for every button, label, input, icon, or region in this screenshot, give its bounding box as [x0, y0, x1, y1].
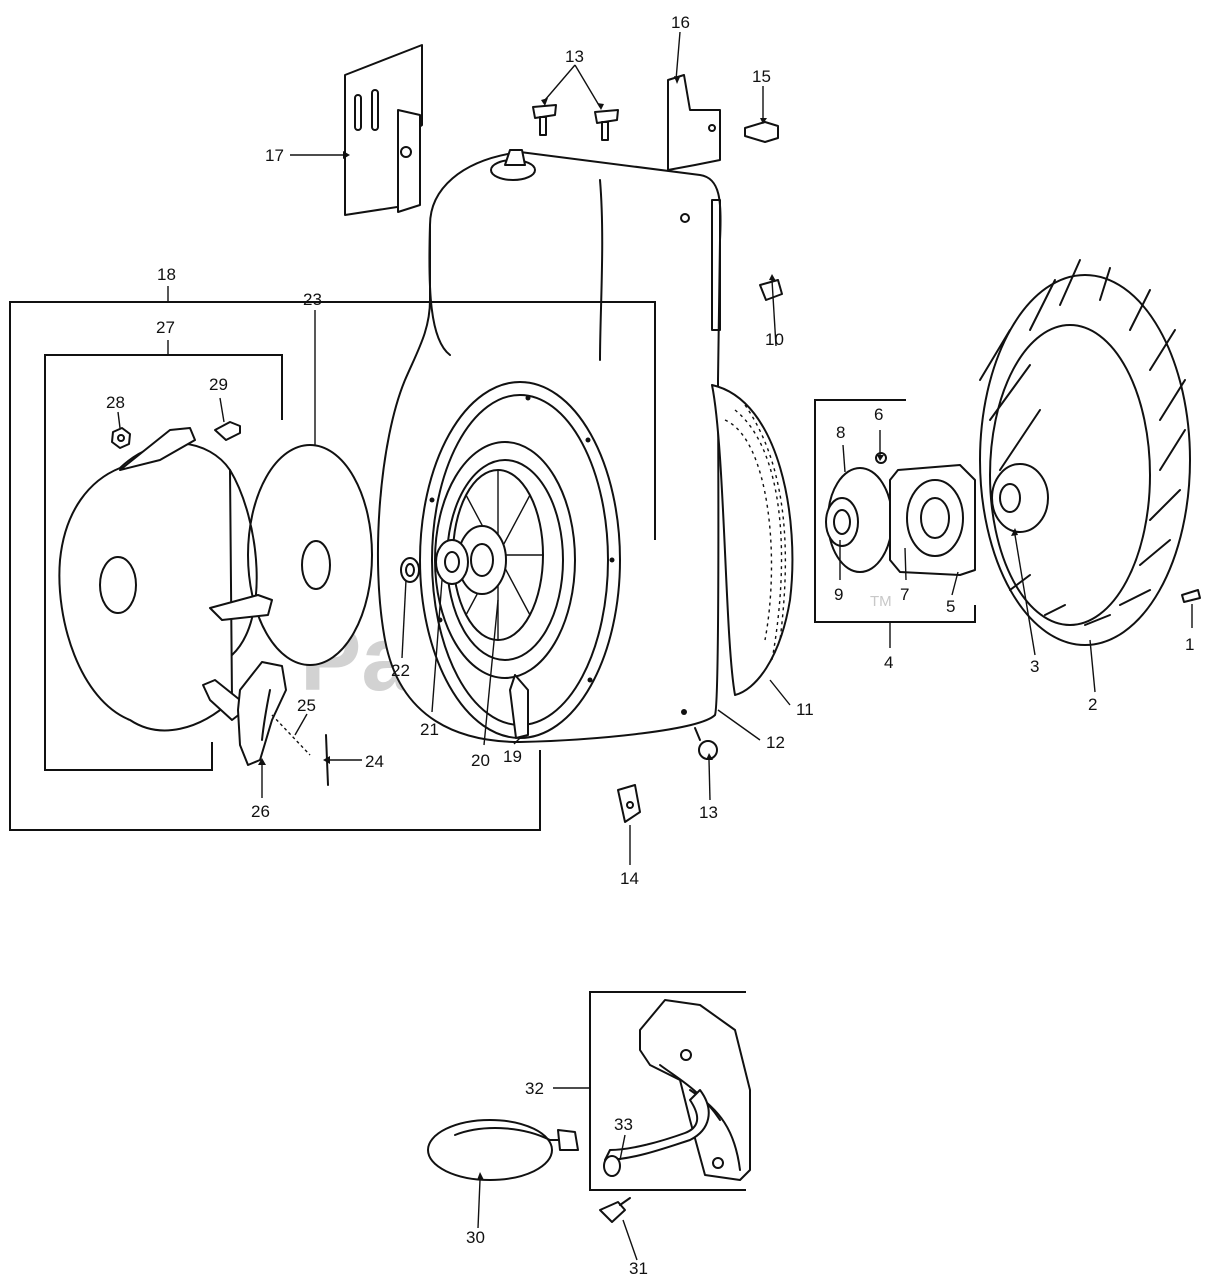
callout-23: 23	[303, 290, 322, 309]
part-13-bolt-left	[532, 104, 557, 136]
callout-8: 8	[836, 423, 845, 442]
part-15-bolt	[744, 121, 779, 143]
blower-housing	[376, 149, 722, 743]
part-30-ground-wire	[427, 1119, 579, 1181]
callout-33: 33	[614, 1115, 633, 1134]
part-27-recoil-starter	[58, 427, 311, 766]
group-box-4	[814, 399, 976, 623]
part-4-clutch-assembly	[825, 452, 976, 576]
callout-17: 17	[265, 146, 284, 165]
part-1-key	[1181, 589, 1201, 603]
arrowheads	[258, 76, 1018, 1180]
part-23-plate	[247, 444, 373, 666]
callout-31: 31	[629, 1259, 648, 1278]
callout-24: 24	[365, 752, 384, 771]
callout-13-bottom: 13	[699, 803, 718, 822]
callout-labels: 1 2 3 4 5 6 7 8 9 10 11 12 13 13 14 15 1…	[106, 13, 1194, 1278]
part-22-spacer	[400, 557, 420, 583]
part-11-rotating-screen	[711, 384, 794, 696]
callout-1: 1	[1185, 635, 1194, 654]
callout-5: 5	[946, 597, 955, 616]
callout-7: 7	[900, 585, 909, 604]
callout-18: 18	[157, 265, 176, 284]
group-box-27	[44, 354, 283, 771]
callout-20: 20	[471, 751, 490, 770]
callout-9: 9	[834, 585, 843, 604]
part-13-bolt-right	[594, 109, 619, 141]
part-10-bolt	[759, 279, 783, 301]
part-2-flywheel	[979, 259, 1191, 646]
starter-pulley	[434, 441, 576, 739]
part-17-bracket	[344, 44, 423, 216]
leader-lines	[117, 31, 1193, 1261]
callout-22: 22	[391, 661, 410, 680]
callout-6: 6	[874, 405, 883, 424]
part-29-screw	[214, 421, 241, 441]
callout-16: 16	[671, 13, 690, 32]
part-16-bracket	[667, 74, 721, 171]
callout-10: 10	[765, 330, 784, 349]
callout-25: 25	[297, 696, 316, 715]
part-14-clip	[617, 784, 641, 823]
callout-3: 3	[1030, 657, 1039, 676]
callout-26: 26	[251, 802, 270, 821]
callout-11: 11	[796, 700, 814, 719]
callout-28: 28	[106, 393, 125, 412]
watermark-trademark: TM	[870, 593, 892, 610]
callout-30: 30	[466, 1228, 485, 1247]
callout-13-top: 13	[565, 47, 584, 66]
part-13-bolt-bottom	[694, 727, 718, 760]
callout-32: 32	[525, 1079, 544, 1098]
group-box-32	[589, 991, 746, 1191]
part-28-nut	[111, 427, 131, 449]
part-32-armature	[603, 999, 751, 1181]
callout-2: 2	[1088, 695, 1097, 714]
callout-4: 4	[884, 653, 893, 672]
callout-19: 19	[503, 747, 522, 766]
callout-21: 21	[420, 720, 439, 739]
callout-27: 27	[156, 318, 175, 337]
callout-14: 14	[620, 869, 639, 888]
callout-29: 29	[209, 375, 228, 394]
callout-15: 15	[752, 67, 771, 86]
part-31-screw	[599, 1197, 631, 1223]
callout-12: 12	[766, 733, 785, 752]
group-box-18	[9, 301, 656, 831]
